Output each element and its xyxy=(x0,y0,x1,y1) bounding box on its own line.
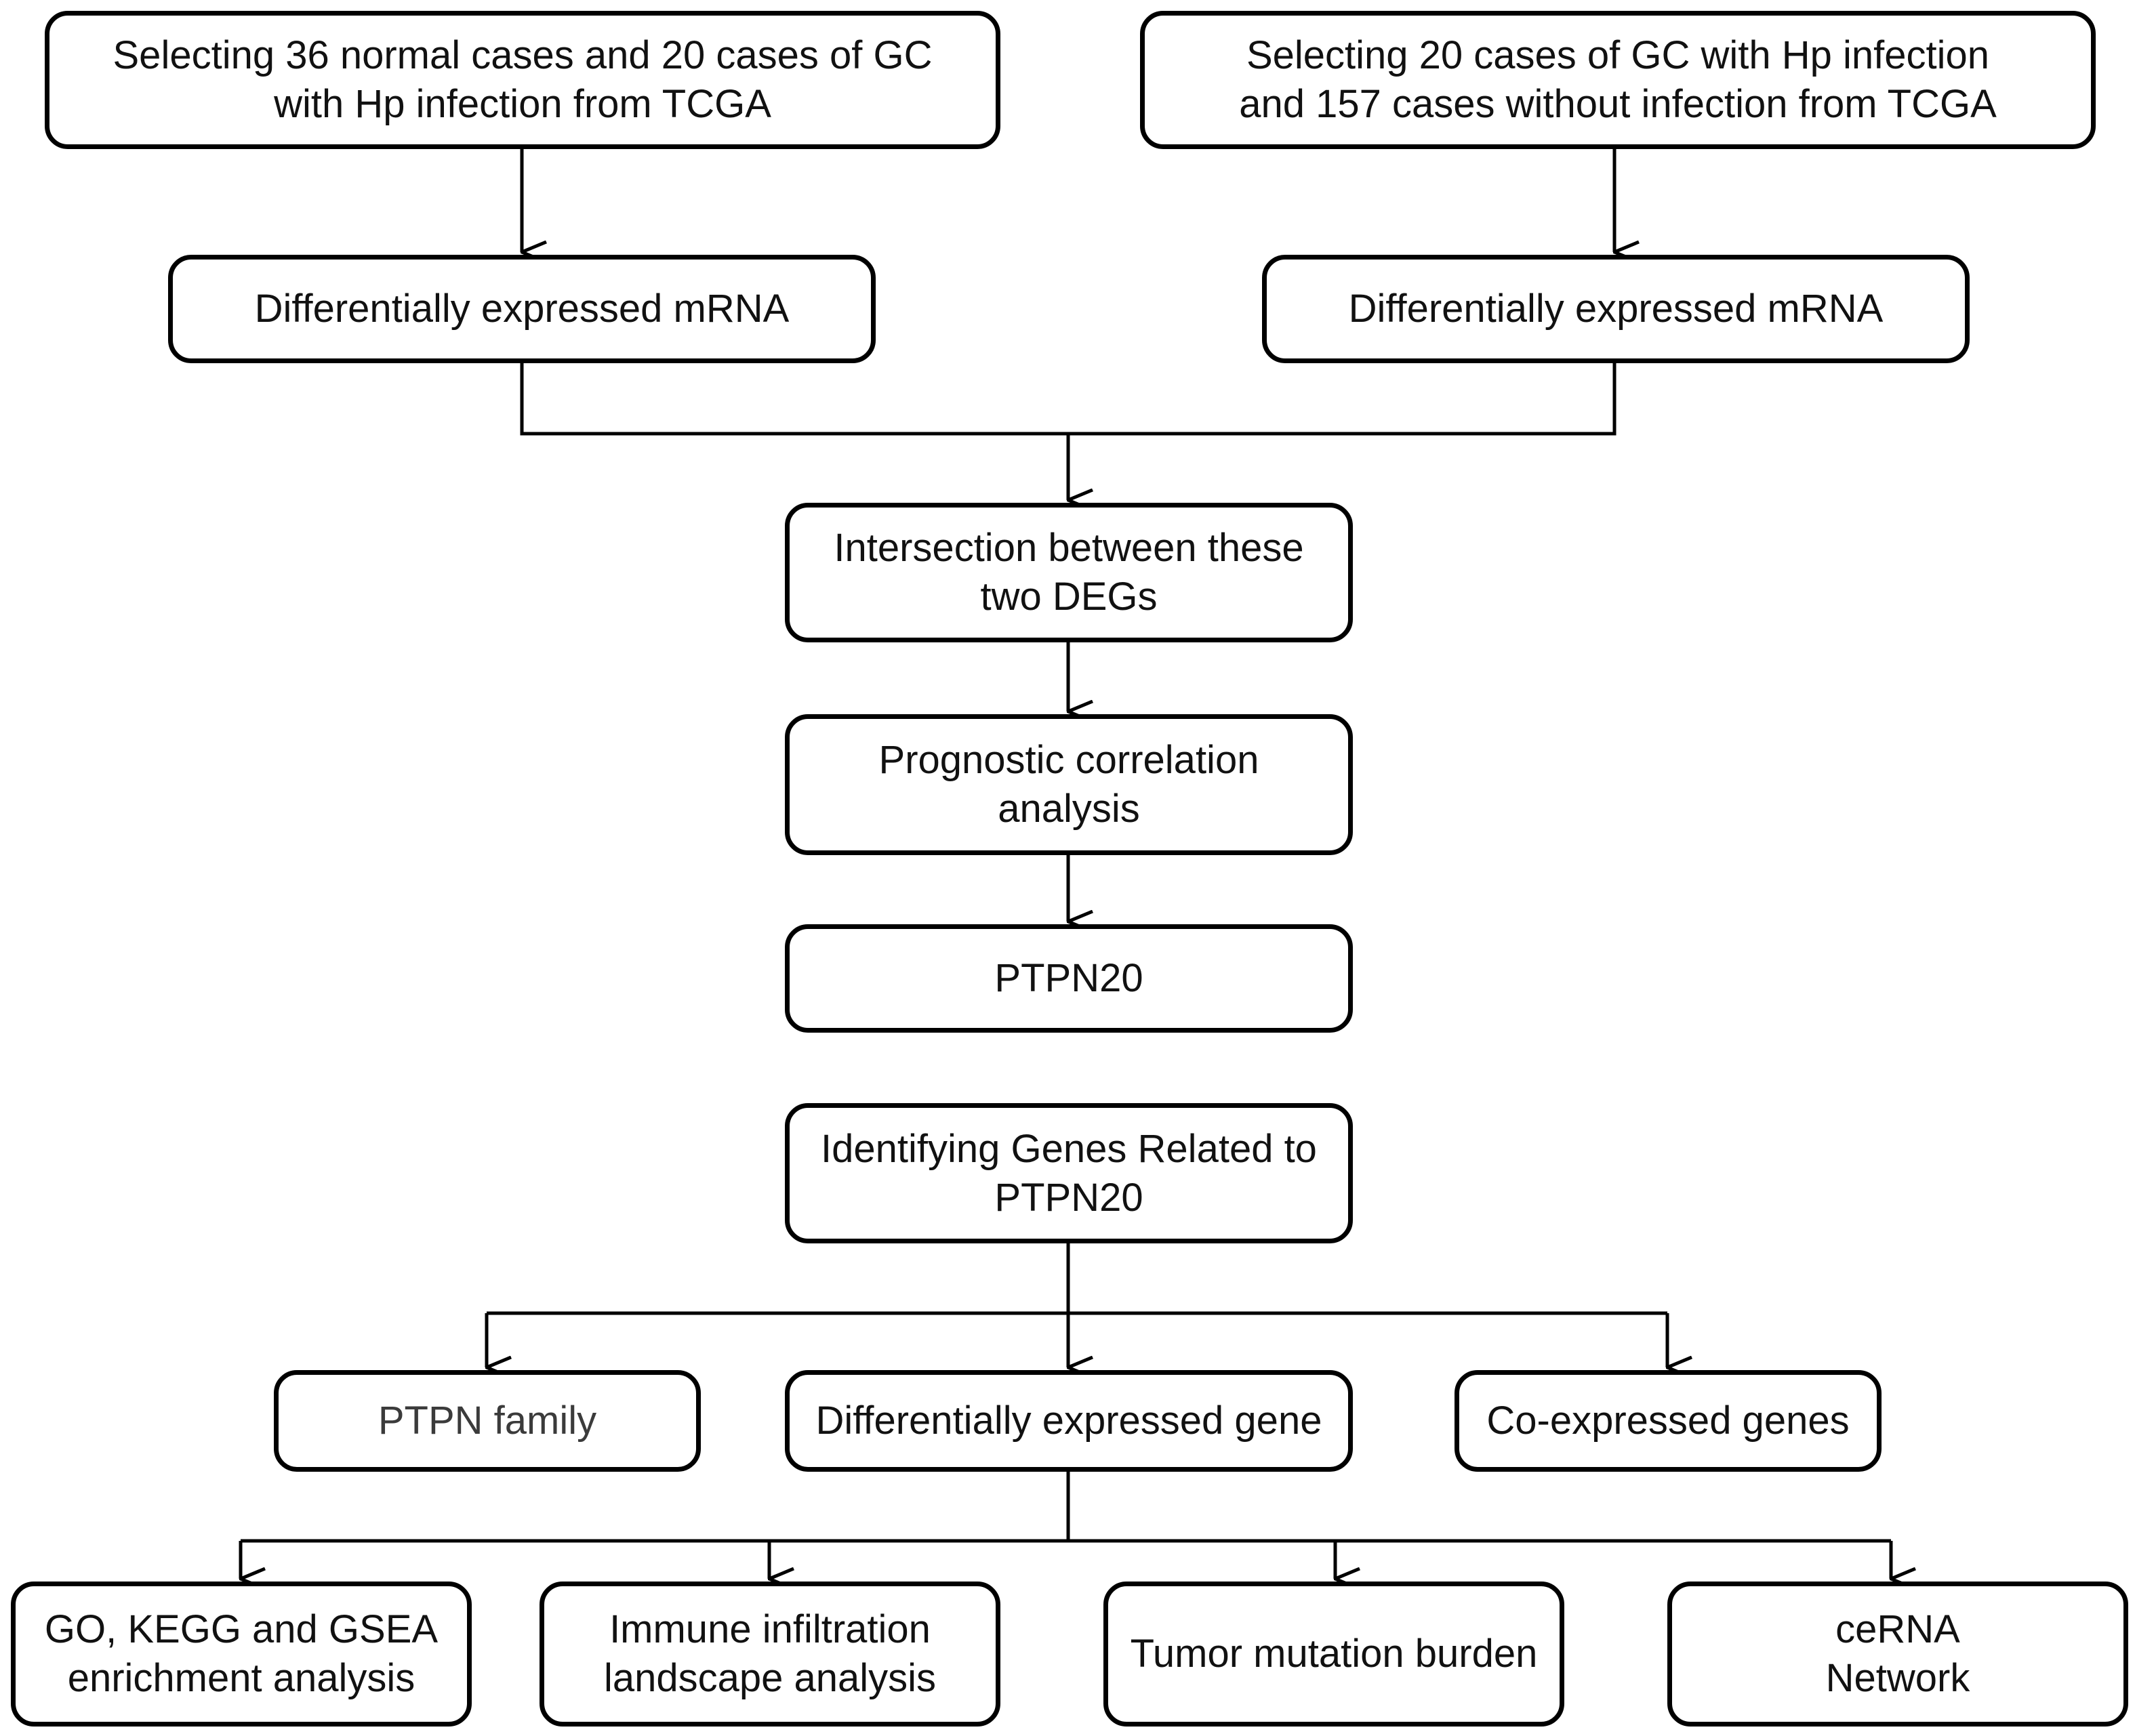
intersection-line2: two DEGs xyxy=(980,575,1158,619)
source-right-line2: and 157 cases without infection from TCG… xyxy=(1239,82,1997,126)
source-right-line1: Selecting 20 cases of GC with Hp infecti… xyxy=(1246,33,1990,77)
source-left-line2: with Hp infection from TCGA xyxy=(274,82,771,126)
box-deg-left: Differentially expressed mRNA xyxy=(168,255,876,363)
box-ptpn20: PTPN20 xyxy=(785,924,1353,1033)
source-left-line1: Selecting 36 normal cases and 20 cases o… xyxy=(113,33,933,77)
box-identifying: Identifying Genes Related to PTPN20 xyxy=(785,1103,1353,1243)
coexpressed-label: Co-expressed genes xyxy=(1486,1399,1850,1443)
box-deg-gene: Differentially expressed gene xyxy=(785,1370,1353,1472)
box-source-right: Selecting 20 cases of GC with Hp infecti… xyxy=(1140,11,2096,149)
box-coexpressed: Co-expressed genes xyxy=(1455,1370,1882,1472)
deg-gene-label: Differentially expressed gene xyxy=(815,1399,1322,1443)
prognostic-line2: analysis xyxy=(998,787,1140,831)
tmb-label: Tumor mutation burden xyxy=(1130,1632,1538,1676)
intersection-line1: Intersection between these xyxy=(834,526,1304,570)
box-source-left: Selecting 36 normal cases and 20 cases o… xyxy=(45,11,1000,149)
deg-right-label: Differentially expressed mRNA xyxy=(1348,287,1884,331)
cerna-line1: ceRNA xyxy=(1835,1607,1960,1651)
deg-left-label: Differentially expressed mRNA xyxy=(254,287,790,331)
cerna-line2: Network xyxy=(1825,1656,1970,1700)
prognostic-line1: Prognostic correlation xyxy=(878,738,1259,782)
box-enrichment: GO, KEGG and GSEA enrichment analysis xyxy=(11,1582,472,1727)
ptpn-family-label: PTPN family xyxy=(378,1399,597,1443)
box-tmb: Tumor mutation burden xyxy=(1103,1582,1564,1727)
box-immune: Immune infiltration landscape analysis xyxy=(540,1582,1000,1727)
enrichment-line2: enrichment analysis xyxy=(67,1656,415,1700)
immune-line1: Immune infiltration xyxy=(609,1607,931,1651)
box-intersection: Intersection between these two DEGs xyxy=(785,503,1353,642)
identifying-line2: PTPN20 xyxy=(994,1175,1143,1220)
merge-line-deg xyxy=(520,363,1616,436)
identifying-line1: Identifying Genes Related to xyxy=(821,1126,1317,1171)
box-prognostic: Prognostic correlation analysis xyxy=(785,714,1353,855)
immune-line2: landscape analysis xyxy=(603,1656,937,1700)
box-cerna: ceRNA Network xyxy=(1667,1582,2128,1727)
ptpn20-label: PTPN20 xyxy=(994,956,1143,1000)
enrichment-line1: GO, KEGG and GSEA xyxy=(44,1607,439,1651)
box-ptpn-family: PTPN family xyxy=(274,1370,701,1472)
box-deg-right: Differentially expressed mRNA xyxy=(1262,255,1970,363)
